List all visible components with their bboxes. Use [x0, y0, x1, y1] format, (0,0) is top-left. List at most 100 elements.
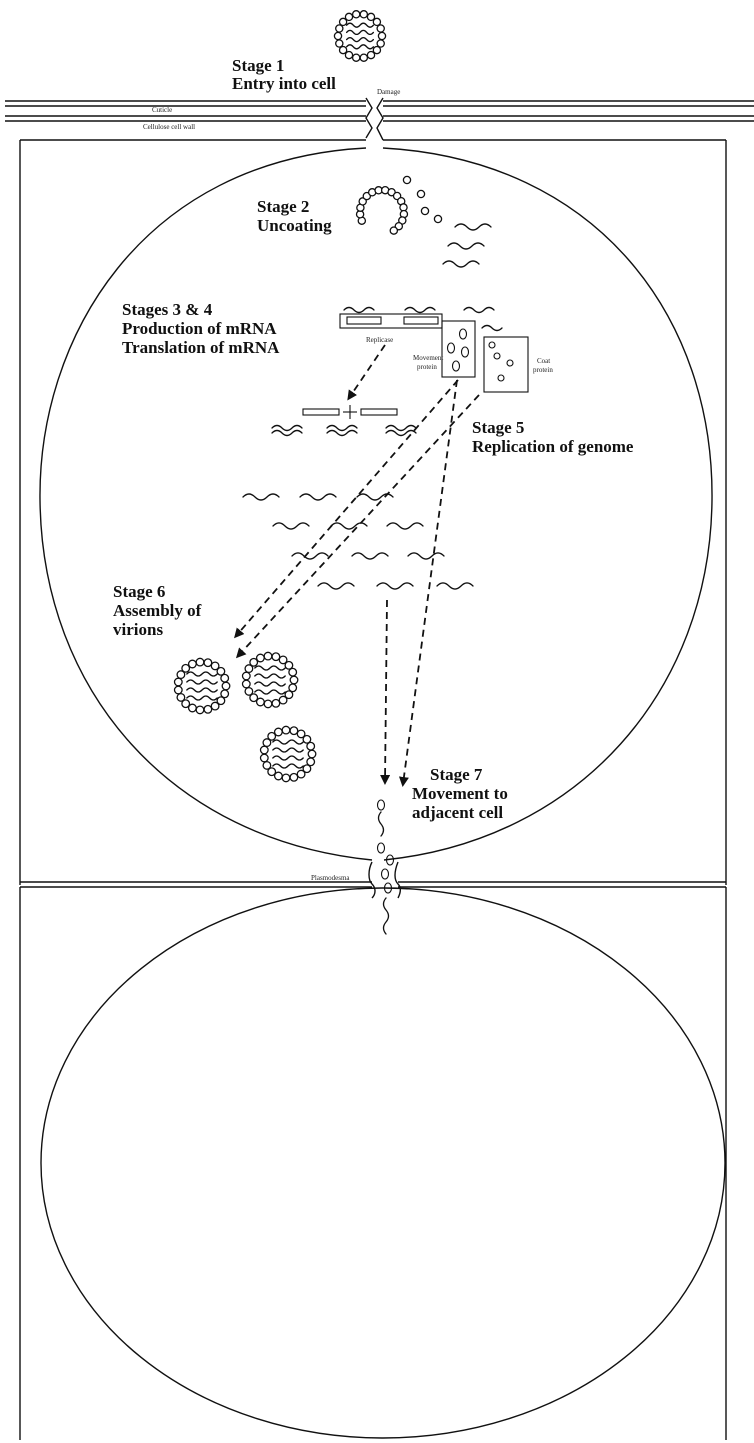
- stage34-title: Stages 3 & 4: [122, 300, 213, 319]
- upper-cell-membrane: [39, 147, 713, 861]
- capsid-bead: [173, 677, 183, 687]
- capsid-bead: [255, 653, 265, 663]
- cuticle-label: Cuticle: [152, 106, 172, 114]
- virion-rna: [272, 747, 304, 753]
- capsid-bead: [366, 50, 376, 60]
- capsid-bead: [259, 753, 269, 763]
- capsid-bead: [281, 773, 291, 783]
- capsid-bead: [372, 17, 382, 27]
- capsid-bead: [289, 726, 299, 736]
- virion-rna: [272, 755, 304, 761]
- arrow-replicase-to-replication: [347, 344, 386, 401]
- capsid-bead: [216, 696, 226, 706]
- virion-rna: [186, 687, 218, 693]
- released-coat-subunit: [420, 206, 430, 216]
- capsid-bead: [289, 772, 299, 782]
- virion-rna: [345, 22, 375, 28]
- stage34-line3: Translation of mRNA: [122, 338, 280, 357]
- stage6-line3: virions: [113, 620, 163, 639]
- capsid-bead: [302, 764, 312, 774]
- movement-protein-box: [441, 320, 476, 378]
- stage7-title: Stage 7: [430, 765, 483, 784]
- capsid-bead: [359, 53, 369, 62]
- capsid-bead: [210, 701, 220, 711]
- stage34-line2: Production of mRNA: [122, 319, 277, 338]
- stage5-title: Stage 5: [472, 418, 524, 437]
- arrow-to-virion-1: [234, 379, 459, 639]
- stage2-subtitle: Uncoating: [257, 216, 332, 235]
- virion-rna: [254, 689, 286, 695]
- plasmodesma-label: Plasmodesma: [311, 874, 350, 882]
- virion-rna: [186, 679, 218, 685]
- virion-rna: [345, 44, 375, 50]
- virion-rna: [254, 665, 286, 671]
- capsid-bead: [216, 666, 226, 676]
- mrna-strands: [343, 306, 503, 332]
- virion-rna: [345, 29, 375, 36]
- capsid-bead: [181, 663, 191, 673]
- capsid-bead: [288, 667, 298, 677]
- virion-rna: [272, 739, 304, 745]
- virion-entering: [333, 10, 387, 62]
- capsid-bead: [281, 725, 291, 735]
- capsid-bead: [173, 685, 183, 695]
- uncoating-capsid: [355, 175, 443, 235]
- coat-protein-box: [483, 336, 529, 393]
- virion-rna: [254, 673, 286, 679]
- capsid-bead: [306, 757, 316, 767]
- released-coat-subunit: [402, 175, 412, 185]
- capsid-bead: [244, 664, 254, 674]
- capsid-bead: [296, 769, 306, 779]
- virion-rna: [186, 695, 218, 701]
- capsid-bead: [288, 683, 298, 693]
- capsid-bead: [263, 699, 273, 709]
- capsid-bead: [249, 657, 259, 667]
- capsid-bead: [263, 651, 273, 661]
- capsid-bead: [306, 741, 316, 751]
- middle-cell-wall: [20, 881, 726, 888]
- capsid-bead: [273, 727, 283, 737]
- capsid-bead: [176, 670, 186, 680]
- cell-wall-label: Cellulose cell wall: [143, 123, 195, 131]
- capsid-bead: [376, 24, 385, 33]
- damage-break: [365, 97, 384, 141]
- coat-protein-label-2: protein: [533, 366, 553, 374]
- capsid-bead: [220, 689, 230, 699]
- capsid-bead: [335, 24, 344, 33]
- moving-rna-complex: [376, 799, 386, 837]
- capsid-bead: [195, 705, 205, 715]
- capsid-bead: [351, 53, 361, 62]
- capsid-bead: [241, 671, 251, 681]
- capsid-bead: [271, 652, 281, 662]
- capsid-bead: [376, 39, 385, 48]
- capsid-bead: [338, 17, 348, 27]
- capsid-bead: [377, 31, 387, 41]
- stage1-subtitle: Entry into cell: [232, 74, 336, 93]
- capsid-bead: [389, 226, 399, 235]
- assembled-virion-1: [173, 657, 231, 715]
- capsid-bead: [344, 12, 354, 22]
- capsid-bead: [284, 660, 294, 670]
- capsid-bead: [335, 39, 344, 48]
- stage7-line3: adjacent cell: [412, 803, 503, 822]
- replicase-protein: [339, 313, 443, 329]
- capsid-bead: [244, 686, 254, 696]
- virion-rna: [186, 671, 218, 677]
- stage7-line2: Movement to: [412, 784, 508, 803]
- capsid-bead: [267, 767, 277, 777]
- released-rna-strands: [442, 223, 492, 268]
- capsid-bead: [255, 697, 265, 707]
- capsid-bead: [249, 693, 259, 703]
- capsid-bead: [187, 703, 197, 713]
- replicated-rna-strands: [242, 493, 474, 590]
- released-coat-subunit: [416, 189, 426, 199]
- capsid-bead: [221, 681, 231, 691]
- capsid-bead: [210, 661, 220, 671]
- capsid-bead: [176, 692, 186, 702]
- capsid-bead: [351, 10, 361, 19]
- stage6-title: Stage 6: [113, 582, 165, 601]
- lower-cell-walls: [19, 887, 727, 1440]
- double-strand-rna: [271, 424, 417, 437]
- capsid-bead: [267, 731, 277, 741]
